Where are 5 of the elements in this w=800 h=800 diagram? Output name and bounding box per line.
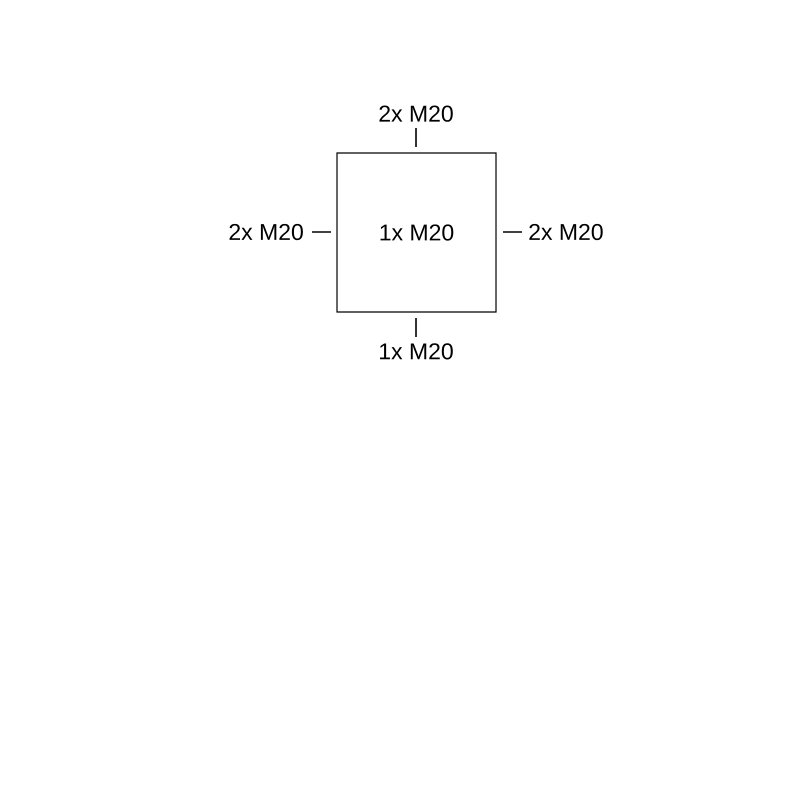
box: 1x M20: [336, 152, 497, 313]
entry-label: 2x M20: [379, 106, 453, 122]
entry-label: 2x M20: [529, 224, 603, 240]
entry-label: 1x M20: [380, 343, 453, 360]
entry-label: 2x M20: [230, 224, 303, 240]
